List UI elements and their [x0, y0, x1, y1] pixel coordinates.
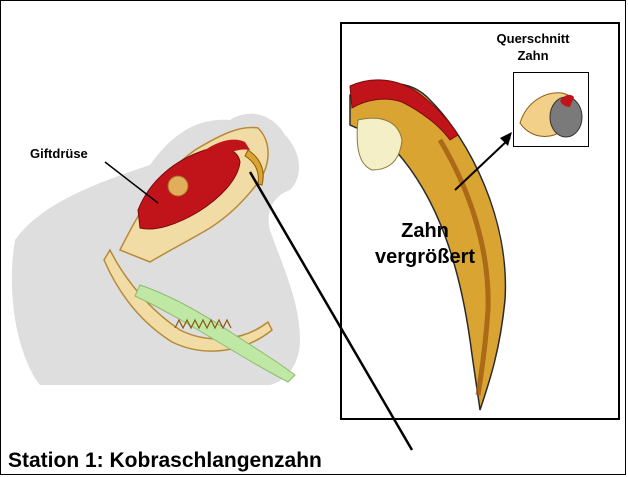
- tooth-enlarged-label-line1: Zahn: [360, 218, 490, 244]
- cross-section-label-line2: Zahn: [478, 47, 588, 64]
- venom-gland-label: Giftdrüse: [30, 146, 88, 161]
- cross-section-label: Querschnitt Zahn: [478, 30, 588, 64]
- tooth-base-bone: [357, 118, 402, 170]
- tooth-enlarged-label: Zahn vergrößert: [360, 218, 490, 270]
- cross-section-illustration: [514, 73, 588, 146]
- station-title: Station 1: Kobraschlangenzahn: [8, 449, 322, 473]
- eye: [168, 176, 188, 196]
- cross-section-panel: [513, 72, 589, 147]
- tooth-enlarged-label-line2: vergrößert: [360, 244, 490, 270]
- cross-section-label-line1: Querschnitt: [478, 30, 588, 47]
